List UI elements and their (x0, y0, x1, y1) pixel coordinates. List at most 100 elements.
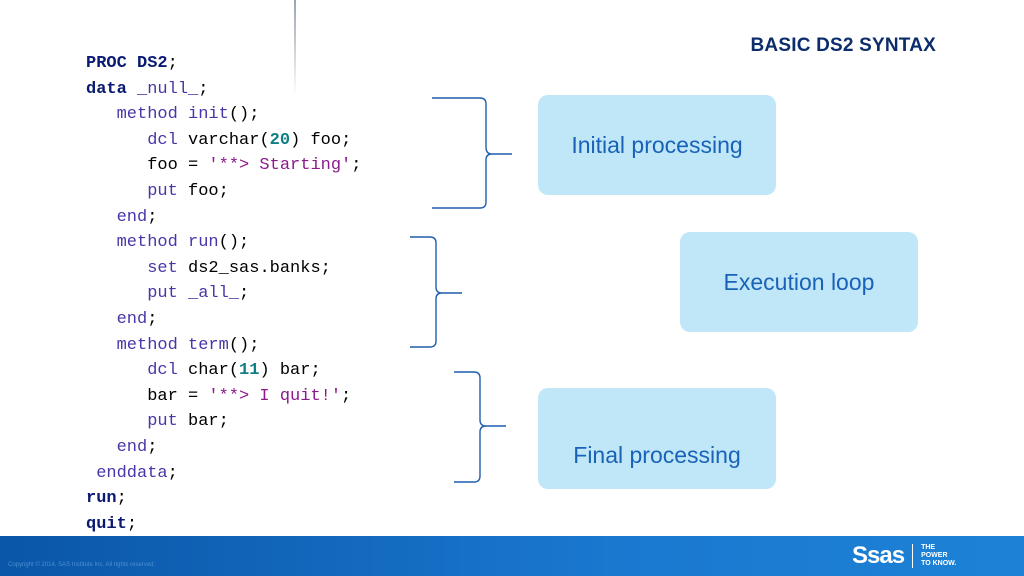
keyword-data: data (86, 79, 127, 99)
tagline-line-1: THE (921, 544, 936, 551)
tagline-line-2: POWER (921, 552, 948, 559)
callout-final-processing: Final processing (538, 388, 776, 489)
code-text: ; (239, 284, 250, 304)
code-text: char( (177, 361, 240, 381)
code-text: ; (126, 514, 138, 534)
code-text: ; (147, 207, 158, 227)
keyword-quit: quit (86, 514, 127, 534)
code-text: (); (228, 335, 260, 355)
code-text: foo; (177, 181, 229, 201)
code-line-11: end; (86, 307, 361, 333)
code-text: varchar( (177, 130, 270, 150)
indent (86, 310, 117, 329)
method-name-run: run (188, 233, 219, 253)
indent (86, 233, 117, 252)
divider-line (294, 0, 296, 96)
footer-bar: Copyright © 2014, SAS Institute Inc. All… (0, 536, 1024, 576)
keyword-end: end (116, 207, 148, 227)
code-line-3: method init(); (86, 102, 361, 128)
indent (86, 464, 96, 483)
brace-execution (410, 236, 462, 348)
number-literal: 11 (239, 361, 260, 381)
indent (86, 361, 147, 380)
logo-separator (912, 544, 914, 568)
code-line-9: set ds2_sas.banks; (86, 256, 361, 282)
slide-title: BASIC DS2 SYNTAX (750, 35, 936, 56)
method-name-term: term (188, 335, 229, 355)
keyword-dcl: dcl (147, 361, 178, 381)
string-literal: '**> Starting' (208, 156, 352, 176)
keyword-enddata: enddata (96, 463, 168, 483)
sas-logo-mark: Ssas (852, 542, 905, 569)
indent (86, 438, 117, 457)
keyword-dcl: dcl (147, 130, 178, 150)
code-line-18: run; (86, 486, 361, 512)
indent (86, 259, 147, 278)
code-text: ) bar; (259, 361, 321, 381)
code-line-1: PROC DS2; (86, 51, 361, 77)
code-line-8: method run(); (86, 230, 361, 256)
code-line-19: quit; (86, 512, 361, 538)
sas-tagline: THE POWER TO KNOW. (921, 544, 971, 568)
keyword-put: put (147, 181, 178, 201)
null-dataset: _null_ (137, 79, 199, 99)
code-line-10: put _all_; (86, 281, 361, 307)
code-text: ; (167, 463, 178, 483)
code-text: ; (341, 386, 352, 406)
code-text: ; (167, 54, 178, 73)
code-block: PROC DS2;data _null_; method init(); dcl… (86, 51, 361, 537)
code-text: ; (147, 437, 158, 457)
code-text: bar; (177, 412, 229, 432)
code-line-5: foo = '**> Starting'; (86, 153, 361, 179)
code-text: ) foo; (290, 130, 352, 150)
keyword-method: method (116, 233, 178, 253)
indent (86, 182, 147, 201)
keyword-end: end (116, 309, 148, 329)
indent (86, 412, 147, 431)
callout-execution-loop: Execution loop (680, 232, 918, 332)
keyword-put: put (147, 284, 178, 304)
code-text: foo = (86, 156, 209, 176)
indent (86, 336, 117, 355)
all-variables: _all_ (188, 284, 240, 304)
brace-final (454, 371, 506, 483)
code-line-15: put bar; (86, 409, 361, 435)
keyword-method: method (116, 105, 178, 125)
code-text (178, 336, 188, 355)
code-line-4: dcl varchar(20) foo; (86, 128, 361, 154)
callout-label: Initial processing (571, 131, 743, 158)
keyword-set: set (147, 258, 178, 278)
string-literal: '**> I quit!' (208, 386, 342, 406)
keyword-proc-ds2: PROC DS2 (86, 54, 168, 73)
callout-label: Final processing (573, 442, 741, 468)
code-text: bar = (86, 386, 209, 406)
code-text: (); (218, 233, 250, 253)
copyright-text: Copyright © 2014, SAS Institute Inc. All… (8, 562, 156, 568)
code-text (127, 80, 137, 99)
callout-label: Execution loop (723, 268, 875, 295)
tagline-line-3: TO KNOW. (921, 560, 957, 567)
code-line-14: bar = '**> I quit!'; (86, 384, 361, 410)
code-line-16: end; (86, 435, 361, 461)
keyword-put: put (147, 412, 178, 432)
code-line-6: put foo; (86, 179, 361, 205)
code-text (178, 105, 188, 124)
code-line-7: end; (86, 205, 361, 231)
code-line-13: dcl char(11) bar; (86, 358, 361, 384)
indent (86, 131, 147, 150)
code-text (178, 233, 188, 252)
indent (86, 105, 117, 124)
keyword-run: run (86, 489, 117, 509)
code-text: ; (147, 309, 158, 329)
keyword-end: end (116, 437, 148, 457)
brace-initial (432, 97, 512, 209)
callout-initial-processing: Initial processing (538, 95, 776, 195)
number-literal: 20 (269, 130, 291, 150)
code-text: ; (351, 156, 362, 176)
sas-logo: Ssas THE POWER TO KNOW. (852, 542, 971, 570)
code-line-17: enddata; (86, 461, 361, 487)
code-text (178, 284, 188, 303)
code-line-2: data _null_; (86, 77, 361, 103)
code-text: (); (228, 105, 260, 125)
code-text: ; (116, 489, 127, 509)
